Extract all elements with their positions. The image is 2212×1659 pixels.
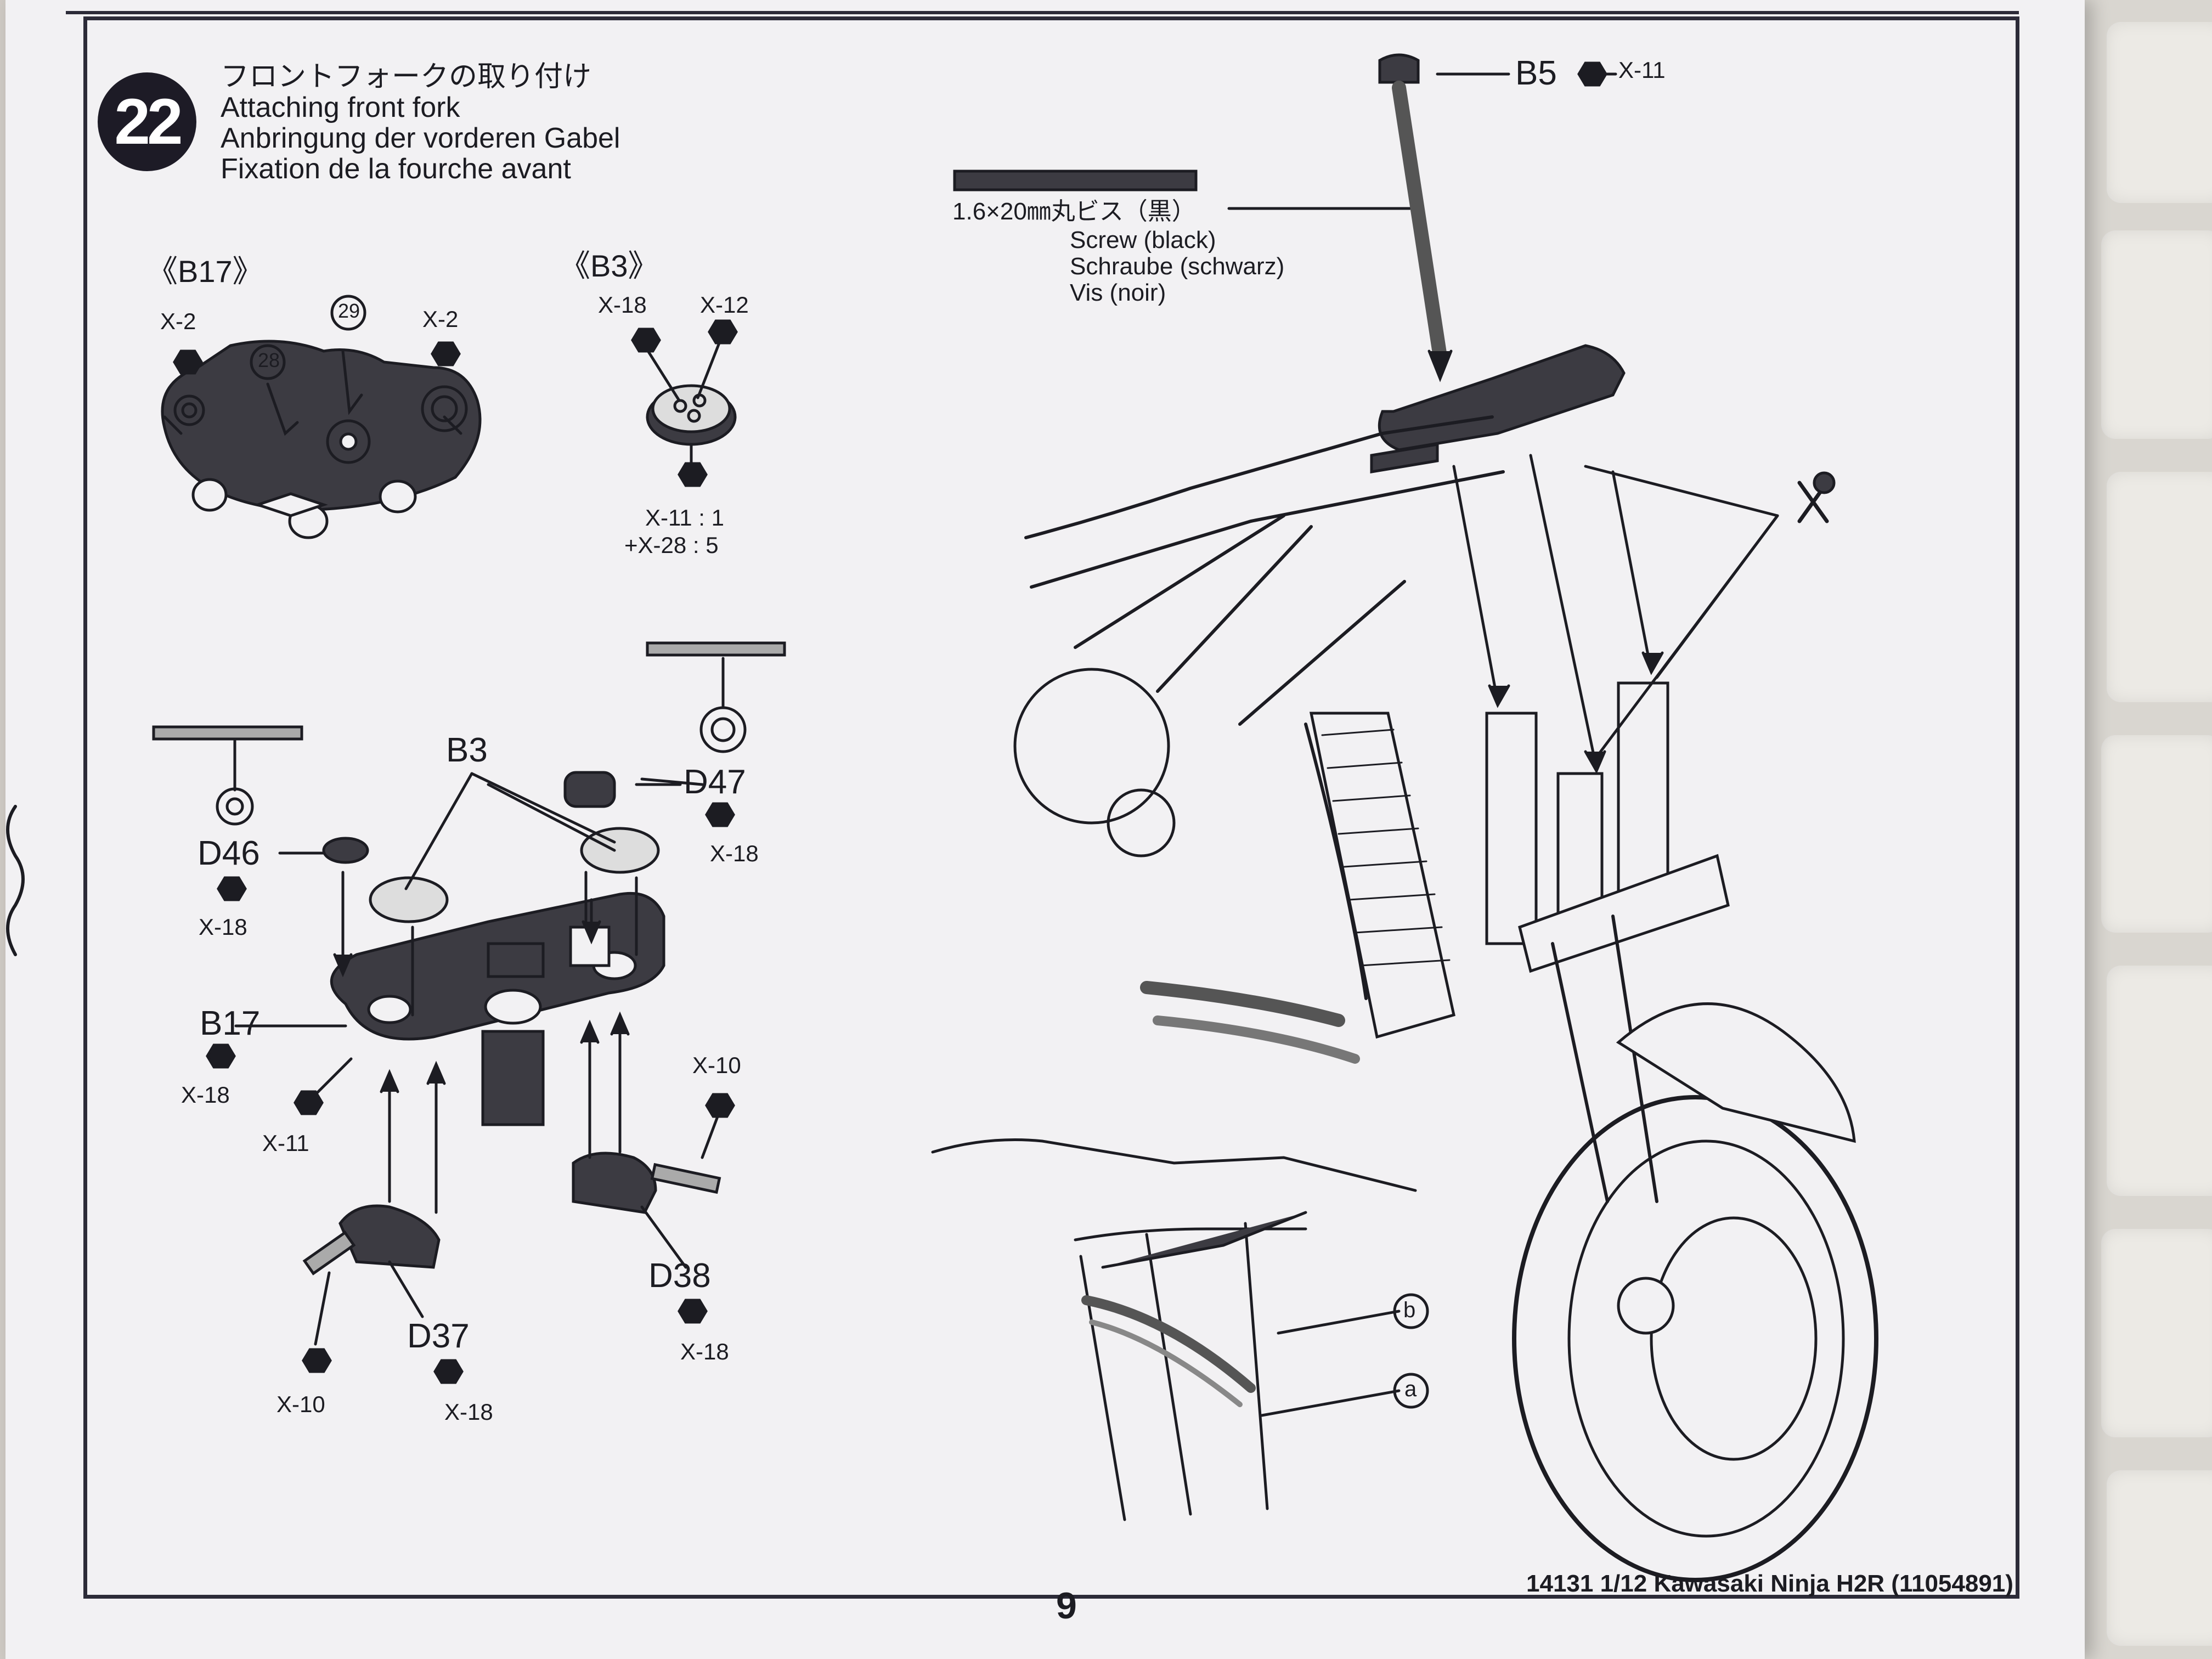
b3-cap-icon bbox=[580, 827, 660, 874]
part-label: X-18 bbox=[598, 292, 647, 318]
hex-nut-icon bbox=[302, 1348, 332, 1373]
arrow-icon bbox=[341, 349, 363, 415]
ref-29-label: 29 bbox=[338, 300, 360, 322]
fork-tube-icon bbox=[1556, 772, 1604, 918]
d46-cap-icon bbox=[322, 837, 369, 864]
part-label-b5: B5 bbox=[1515, 54, 1557, 92]
step-number-badge: 22 bbox=[98, 72, 196, 171]
step-title-ja: フロントフォークの取り付け bbox=[221, 61, 592, 93]
background-wall bbox=[2085, 0, 2212, 1659]
part-label: X-2 bbox=[160, 308, 196, 334]
part-label-d38: D38 bbox=[648, 1257, 711, 1295]
washer-icon bbox=[216, 787, 254, 826]
hex-nut-icon bbox=[705, 802, 735, 827]
wall-brick bbox=[2107, 966, 2212, 1196]
ref-a-label: a bbox=[1404, 1377, 1417, 1401]
screw-long-icon bbox=[953, 170, 1198, 191]
screw-spec-en: Screw (black) bbox=[1070, 227, 1216, 253]
ref-28-label: 28 bbox=[258, 349, 280, 371]
wall-brick bbox=[2107, 22, 2212, 203]
screw-spec-fr: Vis (noir) bbox=[1070, 279, 1166, 306]
hex-nut-icon bbox=[705, 1093, 735, 1118]
lower-bridge-icon bbox=[1518, 854, 1730, 973]
part-label-b17: B17 bbox=[200, 1005, 261, 1042]
part-label: +X-28 : 5 bbox=[624, 532, 719, 558]
d38-clamp-icon bbox=[572, 1152, 657, 1214]
part-label-d37: D37 bbox=[407, 1317, 470, 1355]
hex-nut-icon bbox=[678, 1299, 708, 1324]
d47-cap-icon bbox=[563, 771, 616, 808]
part-label: X-11 bbox=[1618, 57, 1666, 83]
part-label: X-18 bbox=[710, 840, 759, 866]
washer-icon bbox=[699, 706, 747, 753]
step-title-fr: Fixation de la fourche avant bbox=[221, 153, 571, 185]
arrow-icon bbox=[266, 382, 299, 436]
step-frame bbox=[83, 16, 2019, 1599]
b17-bracket-icon bbox=[161, 340, 482, 539]
part-label: X-10 bbox=[276, 1391, 325, 1417]
part-label: X-18 bbox=[199, 914, 247, 940]
fork-tube-icon bbox=[1485, 712, 1538, 945]
b5-cap-icon bbox=[1378, 53, 1420, 84]
washer-icon bbox=[421, 385, 468, 432]
part-label-b3: B3 bbox=[446, 731, 488, 769]
assembly-illustration bbox=[6, 53, 1878, 1582]
part-label: X-11 : 1 bbox=[645, 505, 724, 531]
ref-a-circle bbox=[1393, 1373, 1429, 1409]
part-label-d47: D47 bbox=[684, 763, 746, 801]
wall-brick bbox=[2101, 735, 2212, 933]
part-label: X-10 bbox=[692, 1052, 741, 1078]
ref-28-circle bbox=[250, 344, 286, 380]
part-label: X-11 bbox=[262, 1130, 309, 1156]
hex-nut-icon bbox=[678, 462, 708, 487]
ref-b-label: b bbox=[1403, 1298, 1416, 1322]
step-title: フロントフォークの取り付け Attaching front fork Anbri… bbox=[221, 61, 620, 184]
step-title-en: Attaching front fork bbox=[221, 92, 460, 123]
part-label: X-18 bbox=[181, 1082, 230, 1108]
screw-spec-ja: 1.6×20㎜丸ビス（黒） bbox=[952, 198, 1196, 225]
hex-nut-icon bbox=[173, 349, 203, 375]
page-number: 9 bbox=[1056, 1585, 1077, 1627]
screw-icon bbox=[1392, 81, 1447, 364]
product-footer: 14131 1/12 Kawasaki Ninja H2R (11054891) bbox=[1526, 1570, 2013, 1597]
brake-disc-icon bbox=[1650, 1216, 1818, 1461]
wall-brick bbox=[2101, 230, 2212, 439]
top-frame-edge bbox=[66, 0, 2019, 14]
hex-nut-icon bbox=[1577, 61, 1607, 87]
instruction-sheet: 22 フロントフォークの取り付け Attaching front fork An… bbox=[5, 0, 2085, 1659]
pin-tool-icon bbox=[646, 641, 786, 657]
part-label-d46: D46 bbox=[198, 834, 260, 872]
wall-brick bbox=[2107, 472, 2212, 702]
step-title-de: Anbringung der vorderen Gabel bbox=[221, 122, 620, 154]
hex-nut-icon bbox=[431, 341, 461, 366]
screw-spec-de: Schraube (schwarz) bbox=[1070, 253, 1285, 280]
front-wheel-icon bbox=[1512, 1095, 1878, 1582]
hex-nut-icon bbox=[217, 876, 247, 901]
hex-nut-icon bbox=[433, 1359, 464, 1384]
subassembly-b3-label: 《B3》 bbox=[560, 249, 659, 283]
steering-stem-icon bbox=[481, 1030, 545, 1126]
top-bridge-icon bbox=[1378, 344, 1626, 452]
engine-cover-icon bbox=[1013, 668, 1170, 825]
pin-tool-icon bbox=[152, 725, 303, 741]
b3-cap-icon bbox=[369, 876, 449, 923]
part-label: X-18 bbox=[680, 1339, 729, 1364]
hex-nut-icon bbox=[708, 319, 738, 345]
subassembly-b17-label: 《B17》 bbox=[147, 254, 263, 289]
wall-brick bbox=[2107, 1470, 2212, 1646]
part-label: X-2 bbox=[422, 306, 459, 332]
hex-nut-icon bbox=[294, 1090, 324, 1115]
radiator-icon bbox=[1309, 712, 1455, 1039]
d37-clamp-icon bbox=[338, 1204, 441, 1269]
wall-brick bbox=[2101, 1229, 2212, 1437]
part-label: X-12 bbox=[700, 292, 749, 318]
hex-nut-icon bbox=[206, 1043, 236, 1069]
ref-b-circle bbox=[1393, 1293, 1429, 1329]
ref-29-circle bbox=[330, 295, 366, 331]
part-label: X-18 bbox=[444, 1399, 493, 1425]
binder-clip-icon bbox=[6, 805, 25, 956]
washer-icon bbox=[173, 394, 205, 426]
hex-nut-icon bbox=[631, 328, 661, 353]
front-fender-icon bbox=[1616, 1002, 1856, 1143]
